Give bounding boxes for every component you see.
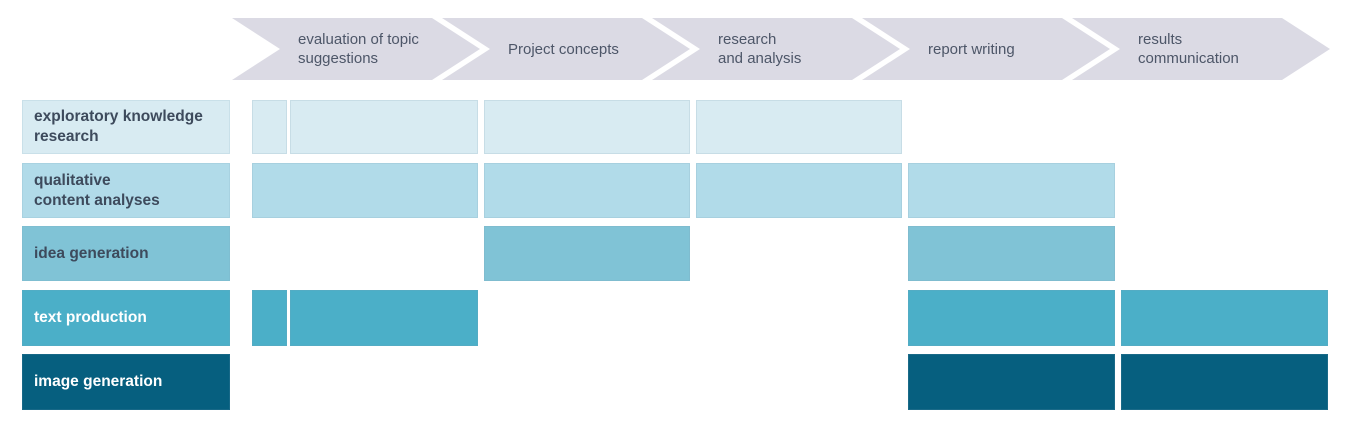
row-label-text: qualitative content analyses [34,171,160,209]
phase-label: evaluation of topic suggestions [298,31,419,67]
grid-cell-row1-phase2 [484,100,690,154]
phase-label: research and analysis [718,31,802,67]
grid-cell-row4-phase5 [1121,290,1328,346]
grid-cell-row1-phase1 [252,100,287,154]
row-label-1: exploratory knowledge research [22,100,230,154]
phase-label: report writing [928,40,1015,58]
row-label-text: idea generation [34,244,149,262]
grid-cell-row3-phase2 [484,226,690,281]
grid-cell-row4-phase4 [908,290,1115,346]
phase-label: results communication [1138,31,1239,67]
row-label-text: exploratory knowledge research [34,108,203,145]
row-label-5: image generation [22,354,230,410]
grid-cell-row5-phase5 [1121,354,1328,410]
grid-cell-row1-phase3 [696,100,902,154]
row-label-text: image generation [34,373,163,390]
grid-cell-row2-phase1 [252,163,478,218]
grid-cell-row2-phase4 [908,163,1115,218]
grid-cell-row2-phase2 [484,163,690,218]
grid-cell-row4-phase1 [290,290,478,346]
phase-arrow-1: evaluation of topic suggestions [232,18,480,80]
row-label-4: text production [22,290,230,346]
grid-cell-row2-phase3 [696,163,902,218]
grid-cell-row3-phase4 [908,226,1115,281]
phase-arrow-5: results communication [1072,18,1330,80]
row-label-2: qualitative content analyses [22,163,230,218]
phase-label: Project concepts [508,40,619,58]
grid-cell-row4-phase1 [252,290,287,346]
row-label-text: text production [34,309,147,326]
grid-cell-row1-phase1 [290,100,478,154]
grid-cell-row5-phase4 [908,354,1115,410]
row-label-3: idea generation [22,226,230,281]
